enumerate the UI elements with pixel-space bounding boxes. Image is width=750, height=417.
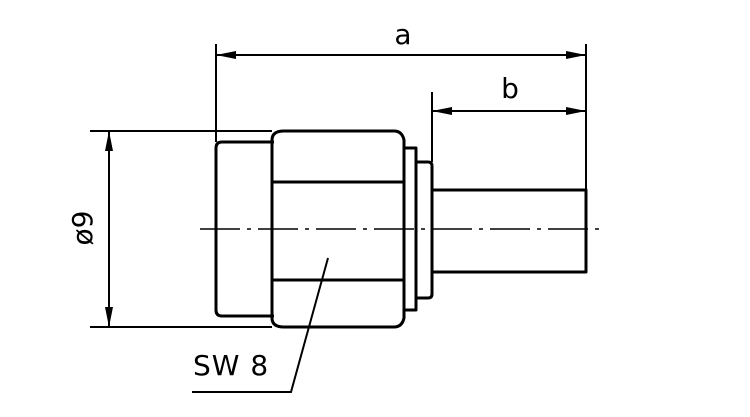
collar <box>416 160 434 300</box>
dimension-label-b: b <box>501 72 519 105</box>
hex-nut <box>270 129 406 329</box>
leader-line-sw <box>192 257 329 393</box>
dimension-label-diameter: ø9 <box>66 211 99 246</box>
extension-lines <box>90 44 587 328</box>
dimension-label-a: a <box>394 18 411 51</box>
wrench-size-label: SW 8 <box>193 349 269 382</box>
rear-shaft <box>432 188 588 274</box>
